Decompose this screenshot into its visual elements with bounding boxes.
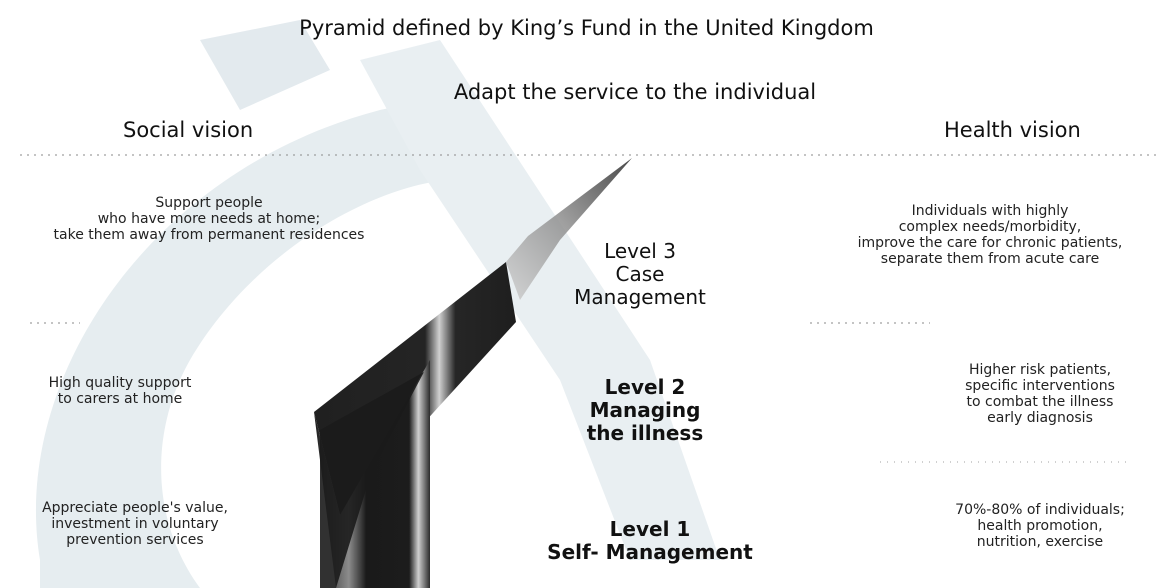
watermark-stroke-a <box>360 40 720 560</box>
social-vision-heading: Social vision <box>123 118 254 142</box>
pyramid-level-3 <box>506 158 632 300</box>
health-vision-heading: Health vision <box>944 118 1081 142</box>
health-level-1-text: 70%-80% of individuals; health promotion… <box>955 502 1125 550</box>
social-level-1-text: Appreciate people's value, investment in… <box>42 500 228 548</box>
diagram-title: Pyramid defined by King’s Fund in the Un… <box>299 16 874 40</box>
level-1-label: Level 1 Self- Management <box>547 517 753 564</box>
pyramid-level-1-edge <box>320 372 424 588</box>
level-2-label: Level 2 Managing the illness <box>586 375 704 445</box>
social-level-3-text: Support people who have more needs at ho… <box>53 195 365 243</box>
health-level-2-text: Higher risk patients, specific intervent… <box>965 362 1115 426</box>
level-3-label: Level 3 Case Management <box>574 239 706 309</box>
watermark-stroke-b <box>200 20 330 110</box>
watermark-arc <box>35 103 494 588</box>
social-level-2-text: High quality support to carers at home <box>48 375 192 407</box>
health-level-3-text: Individuals with highly complex needs/mo… <box>857 203 1123 267</box>
diagram-subtitle: Adapt the service to the individual <box>453 80 817 104</box>
